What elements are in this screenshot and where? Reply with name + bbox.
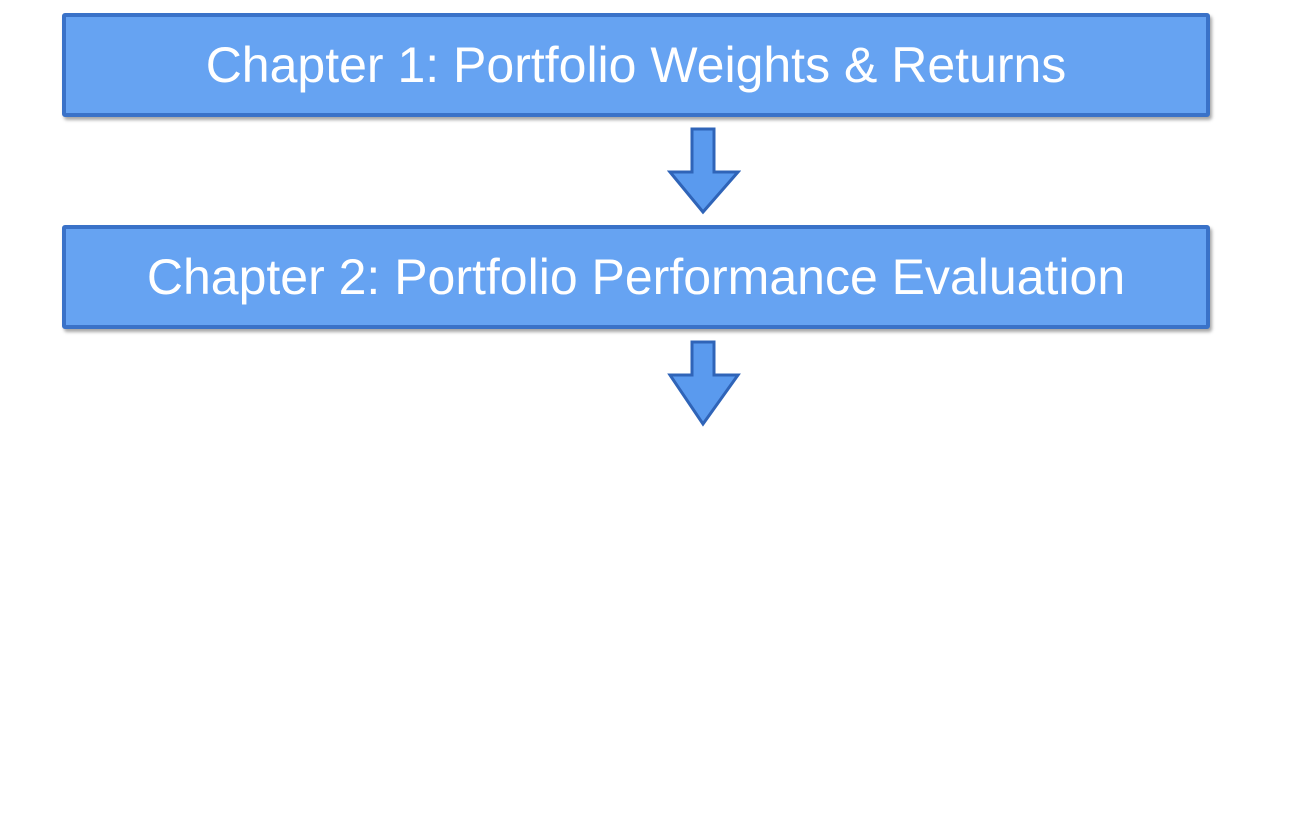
- chapter-1-box: Chapter 1: Portfolio Weights & Returns: [62, 13, 1210, 117]
- chapter-1-label: Chapter 1: Portfolio Weights & Returns: [205, 37, 1067, 93]
- down-arrow-icon: [667, 340, 741, 427]
- chapter-2-label: Chapter 2: Portfolio Performance Evaluat…: [146, 249, 1126, 305]
- chapter-2-box: Chapter 2: Portfolio Performance Evaluat…: [62, 225, 1210, 329]
- down-arrow-icon: [667, 127, 741, 215]
